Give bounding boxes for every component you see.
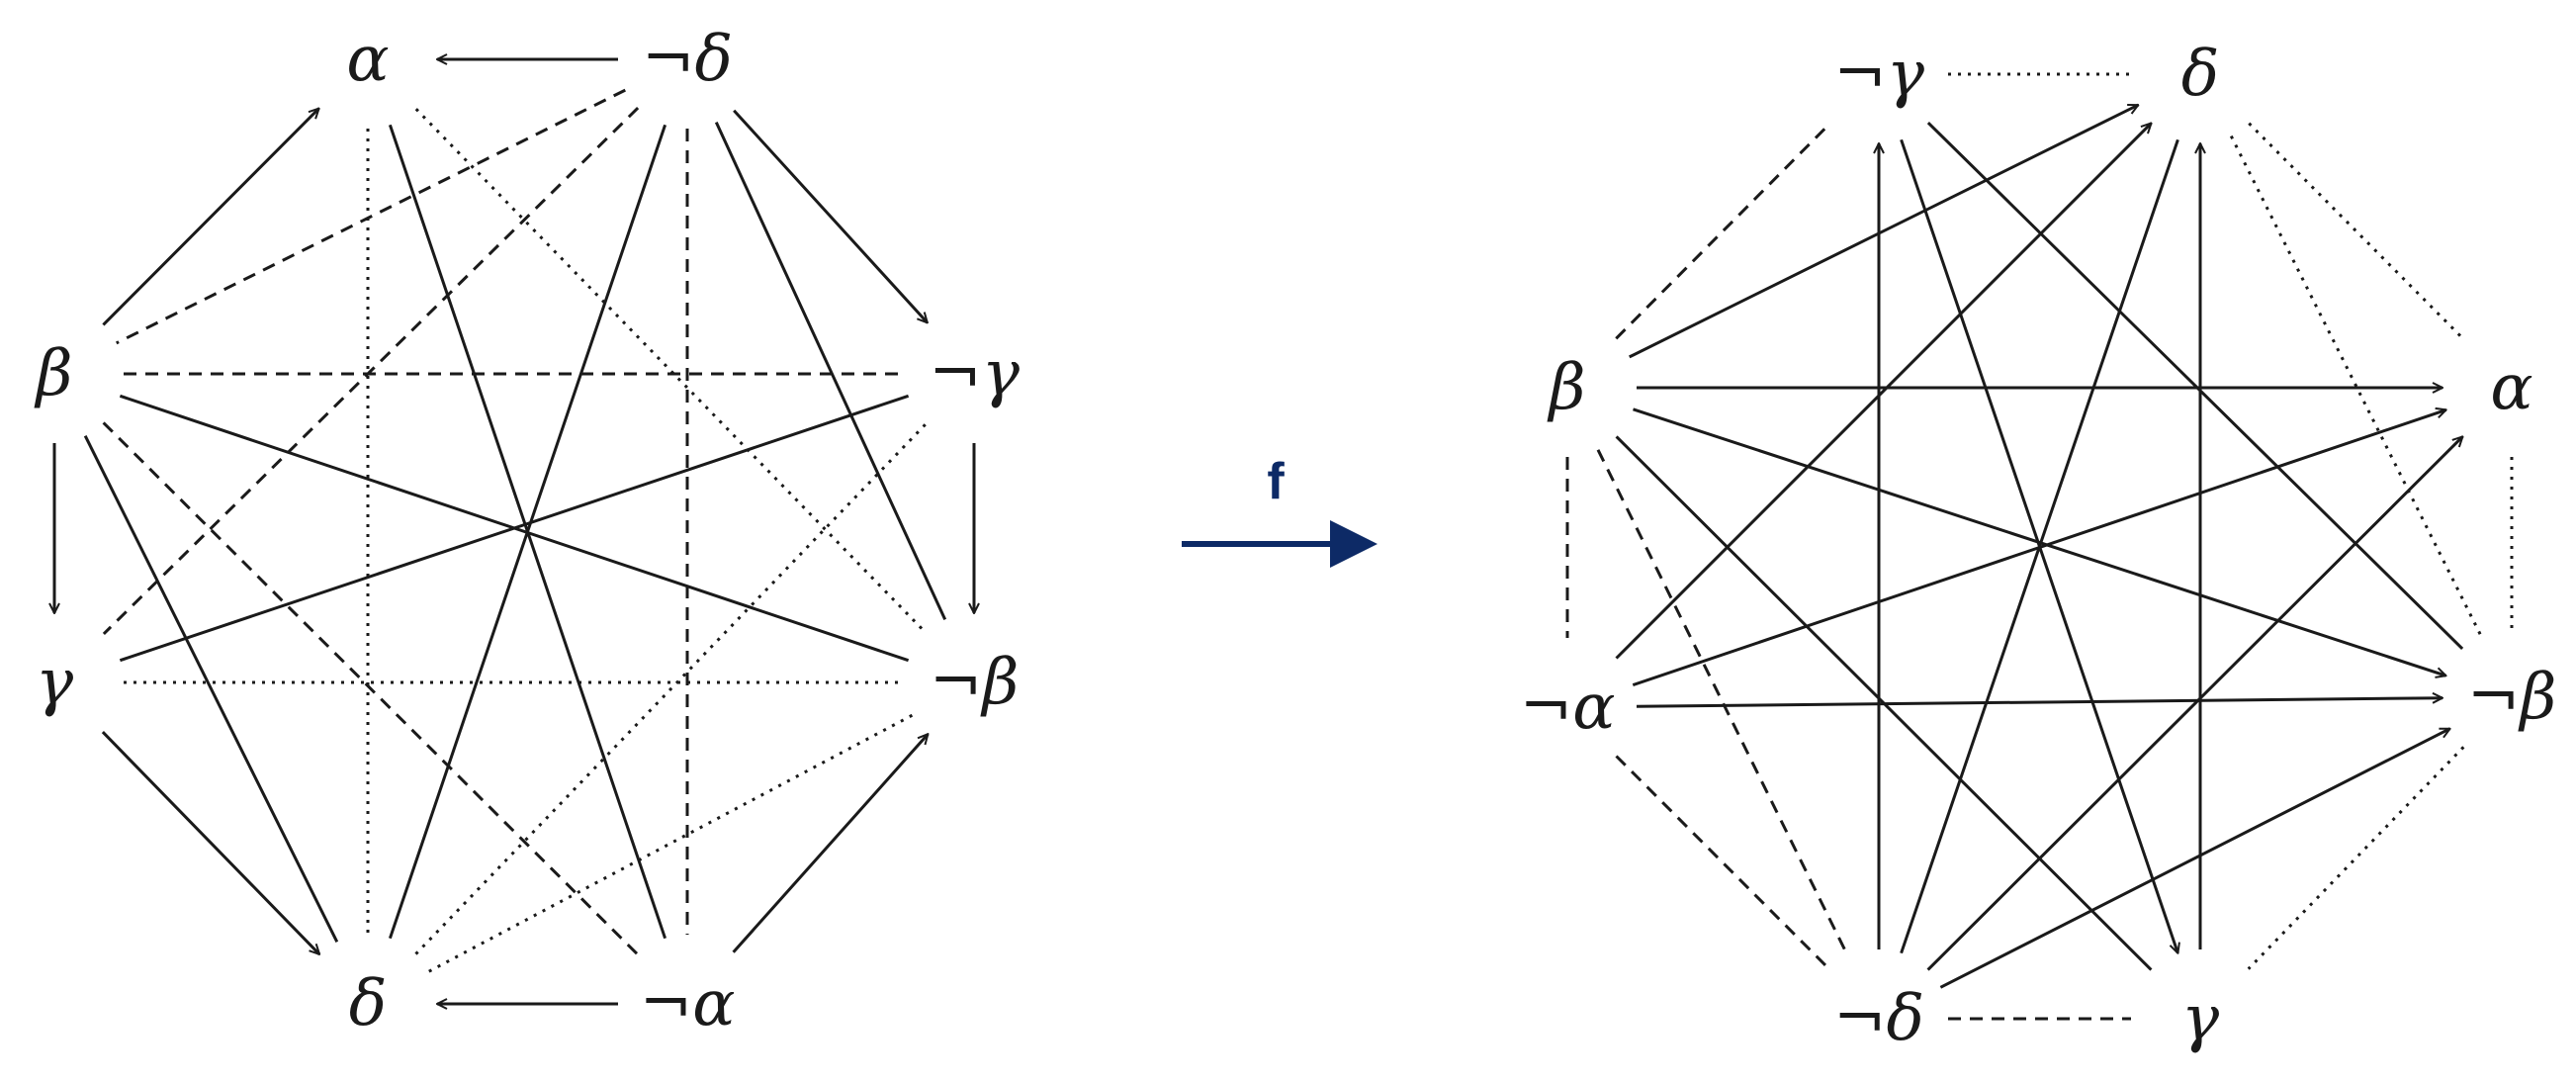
right-dashed-edge-nalpha-ndelta [1615, 755, 1831, 971]
left-solid-edge-ndelta-nbeta [714, 121, 947, 621]
right-node-alpha: α [2490, 351, 2532, 424]
left-node-nalpha: ¬α [640, 967, 736, 1040]
right-nodes: ¬γ δ α ¬β γ ¬δ ¬α β [1520, 38, 2557, 1055]
left-dotted-edge-delta-nbeta [428, 713, 914, 973]
right-node-ngamma: ¬γ [1833, 38, 1925, 111]
left-node-ndelta: ¬δ [642, 23, 733, 96]
left-solid-edge-beta-nbeta [119, 394, 910, 663]
left-node-delta: δ [349, 967, 388, 1040]
left-solid-edge-beta-delta [83, 435, 339, 943]
right-dashed-edge-beta-ngamma [1615, 122, 1831, 340]
right-node-ndelta: ¬δ [1833, 982, 1924, 1055]
right-arrow-nalpha-nbeta [1636, 698, 2443, 708]
right-dotted-edge-delta-alpha [2248, 122, 2464, 340]
left-node-gamma: γ [36, 646, 74, 719]
left-node-beta: β [35, 337, 73, 410]
right-octagon-graph: ¬γ δ α ¬β γ ¬δ ¬α β [1520, 38, 2557, 1055]
left-node-ngamma: ¬γ [929, 337, 1021, 410]
left-dashed-edge-ndelta-gamma [102, 107, 640, 635]
right-node-delta: δ [2181, 38, 2220, 111]
right-arrow-nalpha-delta [1615, 124, 2152, 660]
right-node-nalpha: ¬α [1520, 671, 1616, 744]
right-dashed-edge-beta-ndelta [1596, 449, 1850, 957]
map-f: f [1182, 453, 1377, 568]
left-dotted-edge-delta-ngamma [414, 422, 928, 955]
left-node-alpha: α [346, 23, 389, 96]
right-solid-edge-ngamma-nbeta [1926, 122, 2464, 650]
right-arrow-ndelta-alpha [1926, 436, 2463, 971]
left-arrow-ndelta-ngamma [733, 109, 928, 323]
left-dashed-edge-beta-nalpha [102, 421, 640, 956]
right-arrow-ngamma-gamma [1900, 138, 2178, 952]
left-node-nbeta: ¬β [930, 646, 1020, 719]
right-edges [1565, 72, 2514, 1021]
map-label: f [1267, 453, 1285, 510]
right-dotted-edge-delta-nbeta [2229, 135, 2483, 637]
left-arrow-nalpha-nbeta [732, 734, 929, 953]
right-node-nbeta: ¬β [2467, 661, 2557, 734]
left-arrow-gamma-delta [101, 731, 319, 954]
right-arrow-ndelta-nbeta [1939, 727, 2449, 989]
left-nodes: α ¬δ ¬γ ¬β ¬α δ γ β [35, 23, 1021, 1040]
right-node-gamma: γ [2181, 982, 2220, 1055]
left-octagon-graph: α ¬δ ¬γ ¬β ¬α δ γ β [35, 23, 1021, 1040]
left-dashed-edge-ndelta-beta [116, 88, 626, 345]
left-arrow-beta-alpha [102, 109, 318, 326]
right-arrow-beta-delta [1629, 103, 2139, 359]
left-edges [54, 59, 974, 1004]
right-dotted-edge-nbeta-gamma [2247, 746, 2465, 970]
right-node-beta: β [1548, 351, 1586, 424]
left-dotted-edge-alpha-nbeta [414, 108, 928, 634]
